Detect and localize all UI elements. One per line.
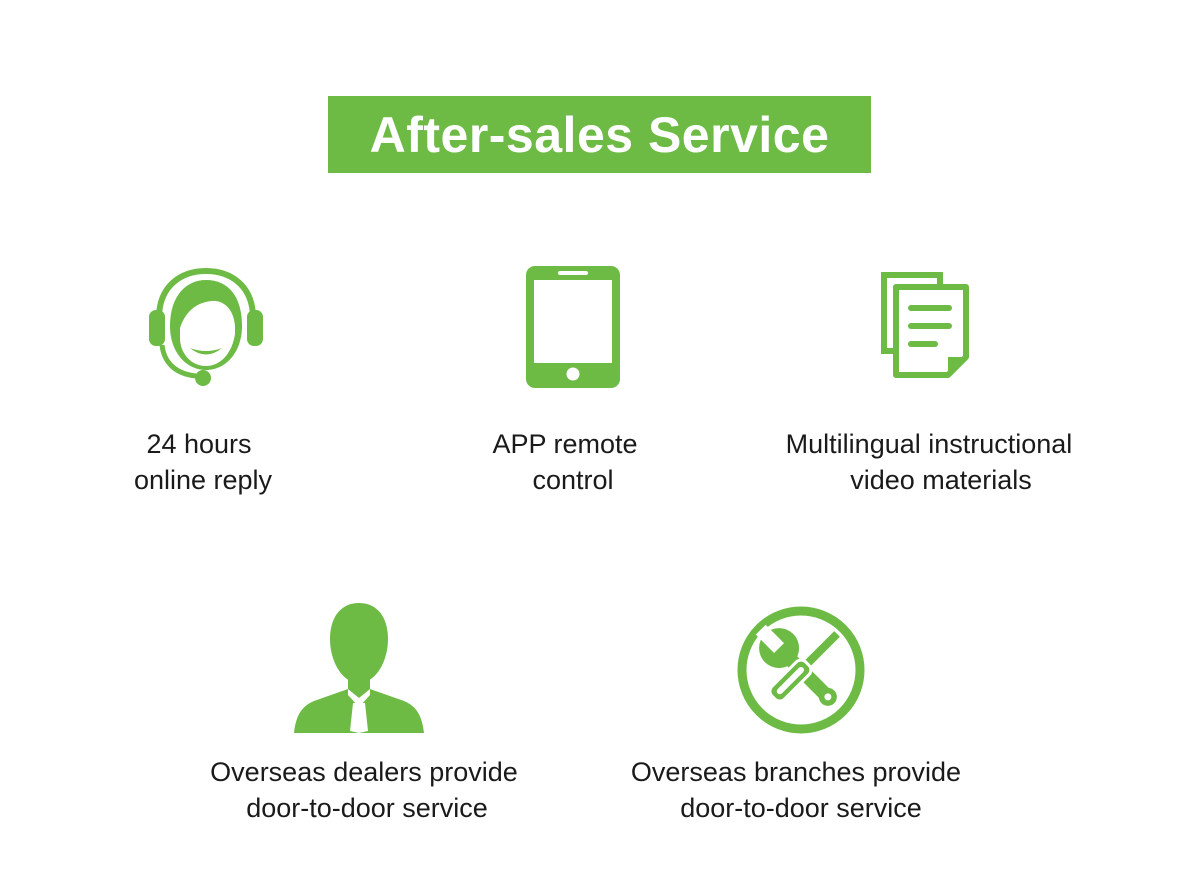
- service-label-overseas-dealers: Overseas dealers provide door-to-door se…: [210, 757, 518, 823]
- tools-wrench-screwdriver-icon: [737, 606, 865, 734]
- documents-icon: [881, 272, 969, 378]
- service-label-overseas-branches: Overseas branches provide door-to-door s…: [630, 757, 962, 823]
- service-label-online-reply: 24 hours online reply: [133, 429, 273, 495]
- tablet-icon: [526, 266, 620, 388]
- person-silhouette-icon: [294, 603, 424, 733]
- page-title: After-sales Service: [369, 106, 830, 163]
- title-banner: After-sales Service: [328, 96, 871, 173]
- service-label-app-remote: APP remote control: [492, 429, 638, 495]
- headset-agent-icon: [149, 268, 263, 386]
- service-label-multilingual: Multilingual instructional video materia…: [785, 429, 1073, 495]
